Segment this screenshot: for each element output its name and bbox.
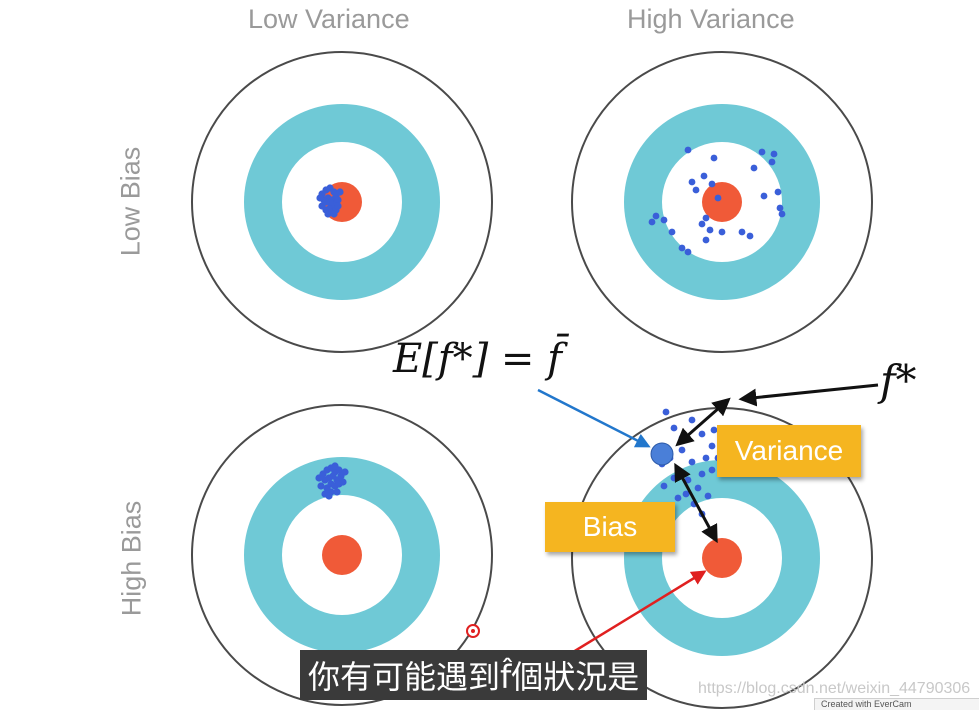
target-high-bias-low-variance <box>191 404 493 706</box>
sample-dot <box>315 474 323 482</box>
prediction-dots-offset-cluster <box>315 462 349 500</box>
sample-dot <box>684 146 692 154</box>
column-title-low-variance: Low Variance <box>248 4 410 34</box>
sample-dot <box>692 186 700 194</box>
sample-dot <box>648 218 656 226</box>
sample-dot <box>768 158 776 166</box>
sample-dot <box>688 458 696 466</box>
sample-dot <box>660 216 668 224</box>
sample-dot <box>714 194 722 202</box>
sample-dot <box>778 210 786 218</box>
f-star-arrow <box>738 383 879 407</box>
sample-dot <box>333 488 341 496</box>
sample-dot <box>718 228 726 236</box>
variance-double-arrow <box>675 397 731 447</box>
sample-dot <box>684 248 692 256</box>
sample-dot <box>670 474 678 482</box>
sample-dot <box>774 188 782 196</box>
variance-label-box: Variance <box>717 425 861 477</box>
sample-dot <box>341 468 349 476</box>
sample-dot <box>652 212 660 220</box>
prediction-dots-cluster <box>316 184 344 218</box>
row-title-high-bias: High Bias <box>116 500 147 617</box>
sample-dot <box>316 194 324 202</box>
sample-dot <box>670 424 678 432</box>
sample-dot <box>331 462 339 470</box>
sample-dot <box>317 482 325 490</box>
sample-dot <box>704 492 712 500</box>
sample-dot <box>668 228 676 236</box>
f-star-label: f* <box>880 356 917 405</box>
sample-dot <box>698 470 706 478</box>
cursor-dot-icon <box>471 629 475 633</box>
sample-dot <box>702 454 710 462</box>
expectation-label: E[f*] = f̄ <box>393 336 562 382</box>
sample-dot <box>746 232 754 240</box>
sample-dot <box>750 164 758 172</box>
sample-dot <box>688 178 696 186</box>
sample-dot <box>694 484 702 492</box>
sample-dot <box>688 416 696 424</box>
target-low-bias-low-variance <box>191 51 493 353</box>
sample-dot <box>674 494 682 502</box>
sample-dot <box>708 466 716 474</box>
sample-dot <box>334 196 342 204</box>
expectation-arrow <box>537 388 651 448</box>
sample-dot <box>698 430 706 438</box>
bias-double-arrow <box>674 462 718 544</box>
column-title-high-variance: High Variance <box>627 4 795 34</box>
recorder-corner-label: Created with EverCam <box>814 698 979 710</box>
watermark-url: https://blog.csdn.net/weixin_44790306 <box>698 680 971 697</box>
video-subtitle: 你有可能遇到f̂個狀況是 <box>300 650 648 700</box>
bias-label-box: Bias <box>545 502 675 552</box>
sample-dot <box>710 154 718 162</box>
sample-dot <box>678 446 686 454</box>
sample-dot <box>662 408 670 416</box>
sample-dot <box>702 214 710 222</box>
sample-dot <box>738 228 746 236</box>
sample-dot <box>330 210 338 218</box>
mean-prediction-dot <box>650 442 674 466</box>
sample-dot <box>708 442 716 450</box>
sample-dot <box>322 198 330 206</box>
target-low-bias-high-variance <box>571 51 873 353</box>
sample-dot <box>760 192 768 200</box>
sample-dot <box>708 180 716 188</box>
sample-dot <box>770 150 778 158</box>
sample-dot <box>339 478 347 486</box>
row-title-low-bias: Low Bias <box>115 146 146 257</box>
sample-dot <box>776 204 784 212</box>
sample-dot <box>698 220 706 228</box>
sample-dot <box>678 244 686 252</box>
sample-dot <box>700 172 708 180</box>
sample-dot <box>706 226 714 234</box>
sample-dot <box>702 236 710 244</box>
f-hat-arrow <box>559 570 707 662</box>
sample-dot <box>336 188 344 196</box>
prediction-dots-scattered <box>648 146 786 256</box>
sample-dot <box>325 492 333 500</box>
sample-dot <box>660 482 668 490</box>
sample-dot <box>334 202 342 210</box>
sample-dot <box>758 148 766 156</box>
